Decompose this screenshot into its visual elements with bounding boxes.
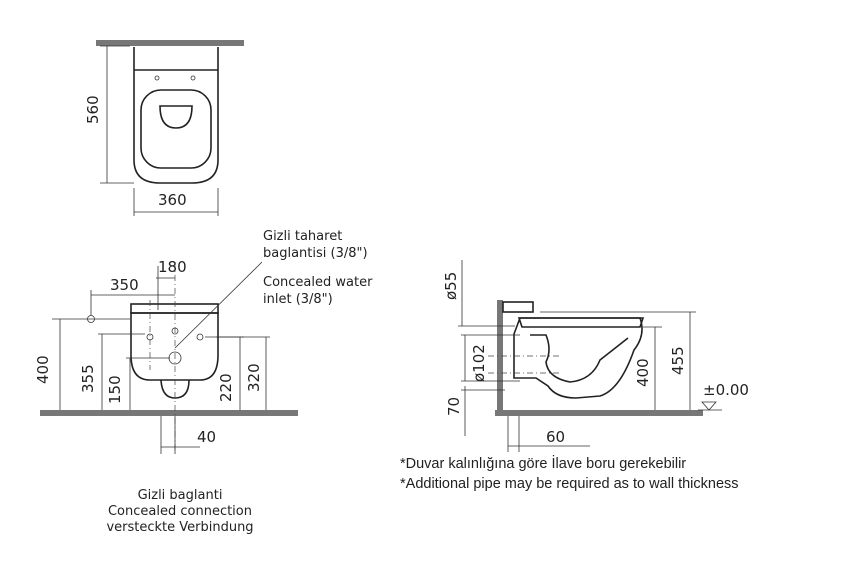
side-view-wall <box>497 300 503 414</box>
dim-line-o102 <box>461 334 520 382</box>
dim-line-350 <box>90 290 175 315</box>
top-width-dim: 360 <box>158 191 187 209</box>
top-view-fixing-hole <box>154 75 160 81</box>
callout-hidden-tr-line2: baglantisi (3/8") <box>263 246 368 261</box>
level-marker <box>698 401 722 411</box>
front-view-rim <box>130 303 219 314</box>
side-dim-455: 455 <box>669 346 687 375</box>
front-dim-180: 180 <box>158 258 187 276</box>
top-view-fixing-hole <box>190 75 196 81</box>
top-view-wall <box>96 40 244 46</box>
connection-de: versteckte Verbindung <box>106 520 254 535</box>
side-view-outlet-axis <box>488 355 560 374</box>
front-dim-355: 355 <box>79 364 97 393</box>
side-dim-o55: ø55 <box>442 271 460 300</box>
dim-line-o55 <box>458 260 515 327</box>
note-english: *Additional pipe may be required as to w… <box>400 476 739 492</box>
callout-hidden-tr-line1: Gizli taharet <box>263 229 343 244</box>
side-view-flush-pipe <box>502 301 534 313</box>
dim-line-40 <box>160 416 200 454</box>
connection-tr: Gizli baglanti <box>137 488 223 503</box>
front-dim-220: 220 <box>217 373 235 402</box>
dim-line-455 <box>540 311 696 410</box>
front-dim-320: 320 <box>245 363 263 392</box>
dim-line-400 <box>52 318 130 410</box>
top-view <box>96 40 244 216</box>
side-dim-70: 70 <box>445 396 463 416</box>
dim-line-150 <box>126 357 170 410</box>
front-dim-350: 350 <box>110 276 139 294</box>
dim-line-560 <box>100 45 134 184</box>
side-view-body <box>513 317 643 399</box>
side-dim-60: 60 <box>546 428 566 446</box>
side-view <box>458 260 722 452</box>
side-level: ±0.00 <box>703 381 749 399</box>
front-dim-40: 40 <box>197 428 217 446</box>
dim-line-400 <box>643 326 662 410</box>
callout-water-en-line2: inlet (3/8") <box>263 292 333 307</box>
front-view <box>40 261 298 454</box>
dim-line-60 <box>507 416 590 452</box>
dim-line-355 <box>98 333 145 410</box>
side-dim-400: 400 <box>634 358 652 387</box>
top-view-opening <box>159 105 193 129</box>
front-view-body <box>130 312 219 381</box>
front-dim-150: 150 <box>106 375 124 404</box>
dim-line-360 <box>133 188 219 216</box>
front-view-inlet-hole <box>196 333 204 341</box>
front-dim-400: 400 <box>34 355 52 384</box>
side-view-rim <box>517 317 645 328</box>
top-depth-dim: 560 <box>84 95 102 124</box>
side-dim-o102: ø102 <box>470 344 488 382</box>
callout-water-en-line1: Concealed water <box>263 275 373 290</box>
callout-leader <box>174 261 263 349</box>
top-view-bowl-outline <box>133 47 219 184</box>
side-view-trap <box>530 334 629 383</box>
dim-line-320 <box>216 336 270 410</box>
front-view-floor <box>40 410 298 416</box>
note-turkish: *Duvar kalınlığına göre İlave boru gerek… <box>400 456 687 472</box>
connection-en: Concealed connection <box>107 504 252 519</box>
top-view-seat <box>140 89 212 169</box>
side-view-floor <box>495 410 703 416</box>
dim-line-70 <box>461 386 505 436</box>
dim-line-180 <box>156 266 175 310</box>
